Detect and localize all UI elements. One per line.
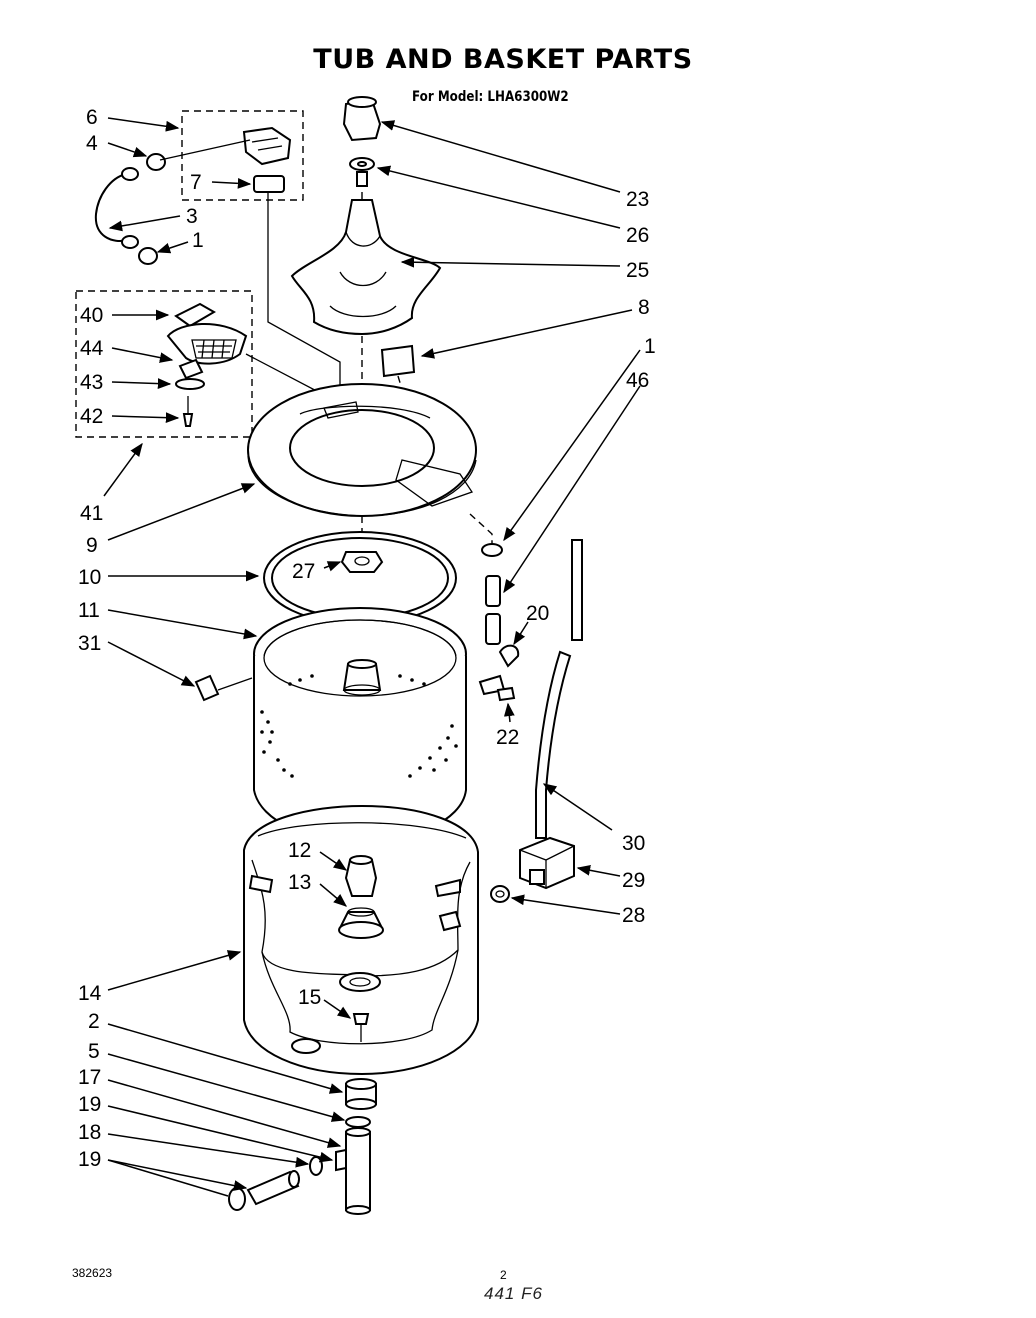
part-22-screw <box>496 686 516 702</box>
part-42-screw <box>182 413 194 427</box>
callout-17: 17 <box>78 1066 101 1089</box>
callout-27: 27 <box>292 560 315 583</box>
callout-5: 5 <box>88 1040 100 1063</box>
page-title: TUB AND BASKET PARTS <box>313 44 693 75</box>
part-40-cap <box>174 302 216 328</box>
callout-8: 8 <box>638 296 650 319</box>
part-29-pump <box>519 836 575 890</box>
part-1-clamp-right <box>481 543 503 557</box>
callout-15: 15 <box>298 986 321 1009</box>
callout-11: 11 <box>78 599 100 622</box>
part-13-seal <box>338 907 384 939</box>
callout-46: 46 <box>626 369 649 392</box>
callout-22: 22 <box>496 726 519 749</box>
callout-2: 2 <box>88 1010 100 1033</box>
callout-6: 6 <box>86 106 98 129</box>
callout-43: 43 <box>80 371 103 394</box>
part-19-clamp-lower <box>228 1187 246 1211</box>
fill-hose-part-3 <box>94 167 139 249</box>
callout-19-upper: 19 <box>78 1093 101 1116</box>
callout-44: 44 <box>80 337 104 360</box>
leader-lines <box>103 117 641 1197</box>
callout-14: 14 <box>78 982 102 1005</box>
callout-30: 30 <box>622 832 645 855</box>
callout-19-lower: 19 <box>78 1148 101 1171</box>
callout-1-left: 1 <box>192 229 204 252</box>
part-7-bushing <box>253 175 285 193</box>
callout-4: 4 <box>86 132 98 155</box>
callout-1-right: 1 <box>644 335 656 358</box>
part-30-drain-hose <box>535 650 572 839</box>
part-15-bolt <box>352 1013 370 1042</box>
part-1-clamp <box>138 247 158 265</box>
agitator-part-25 <box>290 199 442 336</box>
part-20-hose-clip <box>478 644 520 696</box>
callout-9: 9 <box>86 534 98 557</box>
part-46-hose <box>485 575 501 645</box>
agitator-cap-part-23 <box>342 96 382 142</box>
callout-23: 23 <box>626 188 649 211</box>
part-18-hose <box>246 1170 300 1206</box>
callout-7: 7 <box>190 171 202 194</box>
callout-26: 26 <box>626 224 649 247</box>
part-43-gasket <box>175 378 205 390</box>
inlet-valve-part <box>242 126 292 193</box>
bleach-dispenser-parts <box>166 302 471 473</box>
agitator-washer-part-26 <box>349 157 375 187</box>
callout-28: 28 <box>622 904 645 927</box>
callout-25: 25 <box>626 259 649 282</box>
callout-42: 42 <box>80 405 103 428</box>
callout-29: 29 <box>622 869 645 892</box>
document-number: 382623 <box>72 1266 113 1280</box>
part-4-clamp <box>146 153 166 171</box>
tub-ring-part-9 <box>247 383 477 517</box>
part-17-drain-tube <box>335 1127 371 1215</box>
part-27-nut <box>340 551 384 573</box>
part-5-gasket <box>345 1116 371 1128</box>
outer-tub-part-14 <box>243 804 479 1076</box>
callout-41: 41 <box>80 502 103 525</box>
hose-upper-section <box>571 539 583 641</box>
handwritten-note: 441 F6 <box>484 1284 543 1303</box>
part-19-clamp-upper <box>309 1156 323 1176</box>
part-43-clip <box>178 358 204 380</box>
callout-40: 40 <box>80 304 103 327</box>
callout-20: 20 <box>526 602 549 625</box>
model-subtitle: For Model: LHA6300W2 <box>412 89 569 105</box>
callout-3: 3 <box>186 205 198 228</box>
callout-31: 31 <box>78 632 101 655</box>
part-12-cam <box>344 855 378 897</box>
spin-basket-part-11 <box>253 607 467 844</box>
callout-labels: 6 4 7 3 1 40 44 43 42 41 9 10 11 31 27 2… <box>78 106 656 1171</box>
callout-12: 12 <box>288 839 311 862</box>
part-2-hub <box>345 1078 377 1110</box>
callout-13: 13 <box>288 871 311 894</box>
part-31-clip <box>194 674 220 702</box>
callout-18: 18 <box>78 1121 101 1144</box>
part-8-plate <box>380 344 416 378</box>
page-number: 2 <box>500 1268 507 1282</box>
part-28-seal <box>490 885 510 903</box>
callout-10: 10 <box>78 566 101 589</box>
basket-perforations <box>260 674 458 778</box>
bleach-dispenser-group-box <box>75 290 253 438</box>
